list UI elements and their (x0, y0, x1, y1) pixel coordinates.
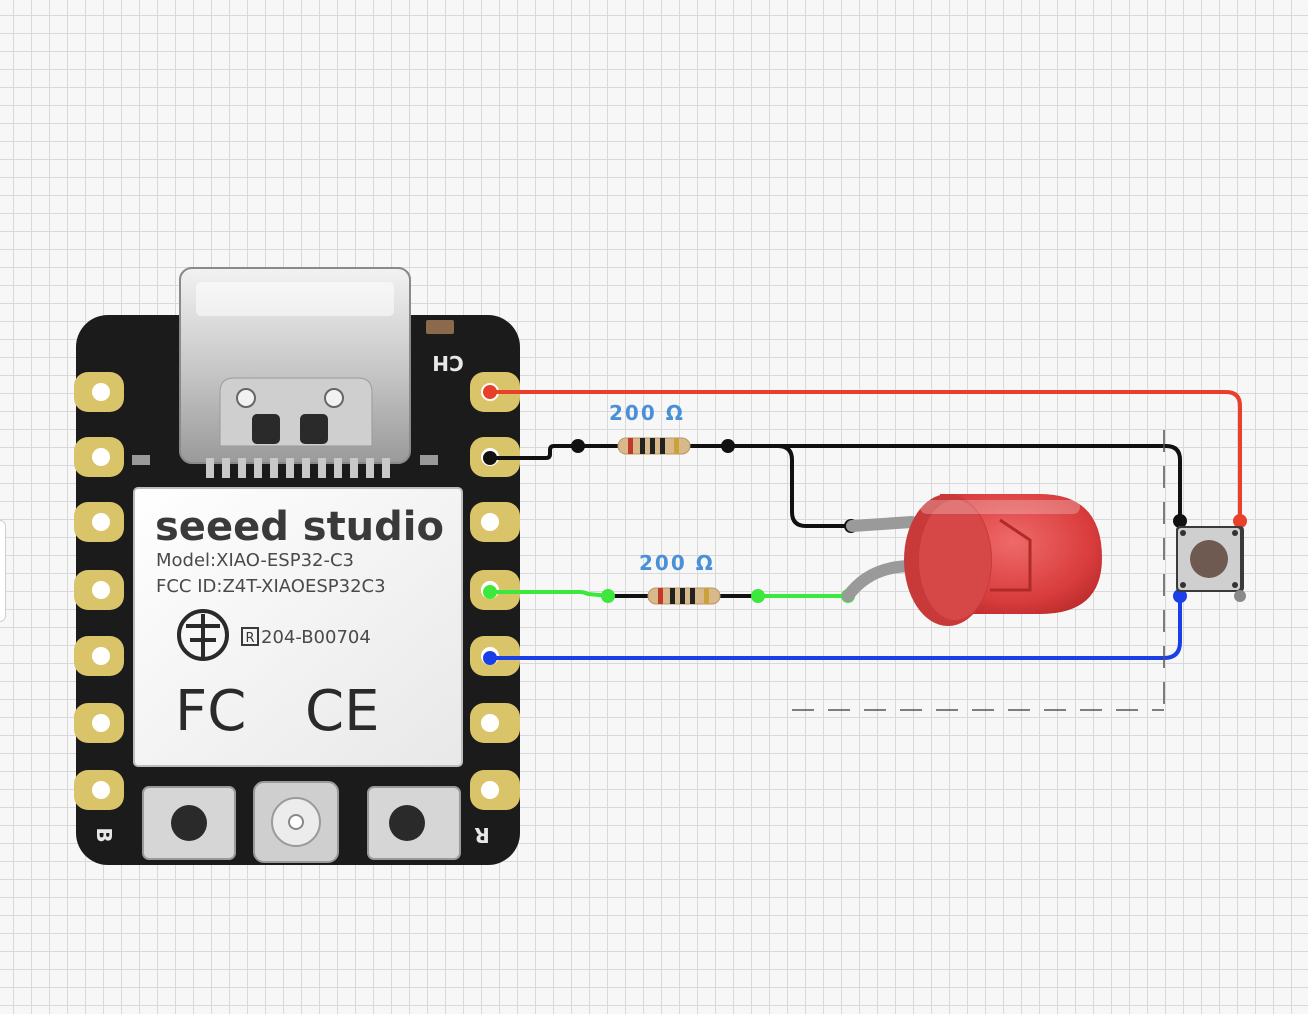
led-lead-anode (842, 560, 918, 602)
model-label: Model:XIAO-ESP32-C3 (156, 550, 354, 571)
resistor-1-label: 200 Ω (609, 401, 685, 425)
wire-power[interactable] (490, 390, 1242, 521)
pin-left-2[interactable] (74, 437, 124, 477)
connector-pins (206, 458, 390, 478)
resistor-2[interactable] (647, 587, 721, 605)
cert-number: 204-B00704 (261, 627, 371, 648)
wire-ground-a[interactable] (490, 444, 620, 460)
joint[interactable] (483, 385, 497, 399)
joint[interactable] (751, 589, 765, 603)
rf-shield: seeed studio Model:XIAO-ESP32-C3 FCC ID:… (133, 487, 463, 767)
usb-c-connector-front (179, 267, 411, 464)
pushbutton[interactable] (1176, 526, 1246, 602)
pin-left-5[interactable] (74, 636, 124, 676)
boot-button[interactable] (142, 786, 236, 860)
resistor-1[interactable] (617, 437, 691, 455)
pin-left-3[interactable] (74, 502, 124, 542)
svg-text:R: R (245, 631, 254, 646)
fcc-id-label: FCC ID:Z4T-XIAOESP32C3 (156, 576, 386, 597)
joint[interactable] (571, 439, 585, 453)
pins-right (470, 372, 520, 810)
antenna-connector (253, 781, 339, 863)
pin-left-4[interactable] (74, 570, 124, 610)
xiao-esp32c3-board[interactable]: CH seeed studio Model:XIAO-ESP32-C3 (74, 267, 520, 865)
button-pin-unused[interactable] (1234, 590, 1246, 602)
smd-components (132, 320, 454, 465)
registered-icon: R (241, 627, 259, 646)
brand-label: seeed studio (155, 504, 444, 550)
selection-box (792, 430, 1165, 711)
resistor-2-label: 200 Ω (639, 551, 715, 575)
joint[interactable] (1173, 589, 1187, 603)
wire-signal-a[interactable] (490, 590, 611, 598)
pins-left (74, 372, 124, 810)
led-lead-cathode (846, 516, 918, 532)
label-ch: CH (432, 351, 463, 375)
joint[interactable] (1233, 514, 1247, 528)
pin-right-6[interactable] (470, 703, 520, 743)
label-r: R (474, 823, 489, 847)
reset-button[interactable] (367, 786, 461, 860)
pin-left-7[interactable] (74, 770, 124, 810)
ce-mark: CE (305, 679, 379, 744)
joint[interactable] (721, 439, 735, 453)
label-b: B (92, 827, 116, 842)
fc-mark: FC (175, 679, 246, 744)
pin-right-7[interactable] (470, 770, 520, 810)
led-red[interactable] (842, 494, 1102, 626)
joint[interactable] (1173, 514, 1187, 528)
wire-ground-b[interactable] (686, 444, 1182, 521)
pin-right-3[interactable] (470, 502, 520, 542)
joint[interactable] (483, 585, 497, 599)
pin-left-1[interactable] (74, 372, 124, 412)
joint[interactable] (483, 451, 497, 465)
japan-cert-icon (177, 609, 229, 661)
joint[interactable] (601, 589, 615, 603)
wire-ground-led[interactable] (777, 444, 852, 528)
pin-left-6[interactable] (74, 703, 124, 743)
joint[interactable] (483, 651, 497, 665)
